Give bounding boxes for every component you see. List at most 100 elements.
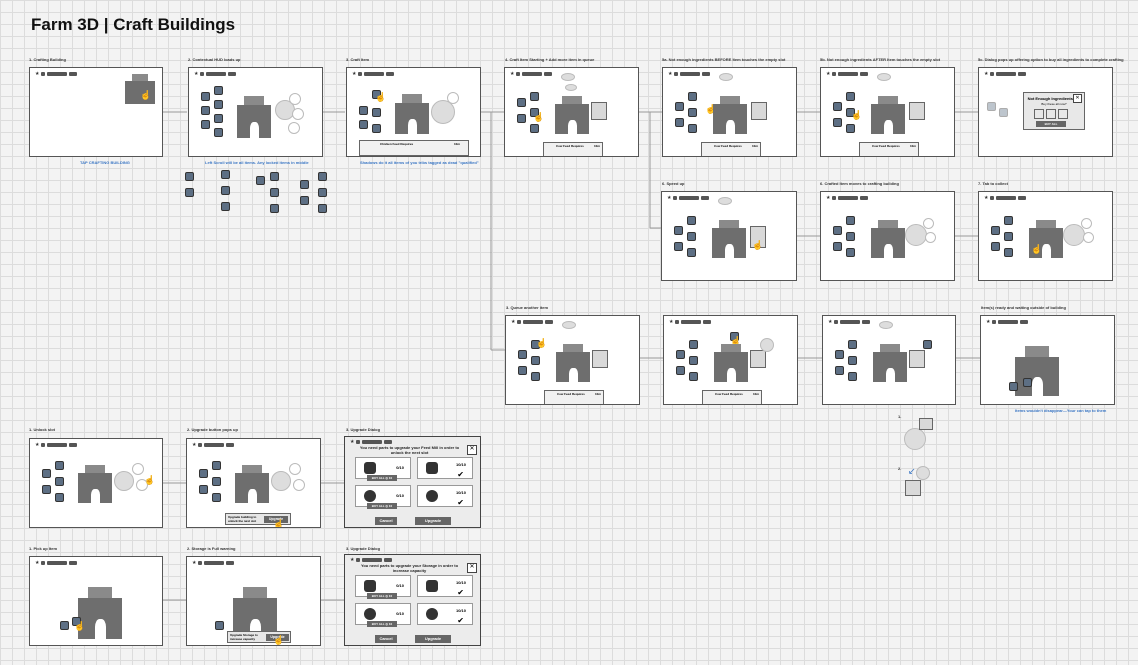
ingredient-item-icon[interactable] xyxy=(201,120,210,129)
ingredient-item-icon[interactable] xyxy=(55,493,64,502)
ingredient-item-icon[interactable] xyxy=(199,485,208,494)
queue-slot-circle[interactable] xyxy=(1081,218,1092,229)
ingredient-item-icon[interactable] xyxy=(531,356,540,365)
ingredient-item-icon[interactable] xyxy=(846,248,855,257)
locked-slot-circle[interactable] xyxy=(293,479,305,491)
ingredient-item-icon[interactable] xyxy=(55,477,64,486)
crafting-progress-popup[interactable] xyxy=(592,350,608,368)
crafting-building-icon[interactable] xyxy=(125,74,155,104)
ready-item-icon[interactable] xyxy=(72,617,81,626)
ingredient-item-icon[interactable] xyxy=(372,108,381,117)
ingredient-item-icon[interactable] xyxy=(518,366,527,375)
ingredient-item-icon[interactable] xyxy=(675,102,684,111)
ingredient-item-icon[interactable] xyxy=(531,372,540,381)
queue-slot-circle[interactable] xyxy=(289,463,301,475)
queue-slot-circle[interactable] xyxy=(923,218,934,229)
queue-slot-circle[interactable] xyxy=(132,463,144,475)
ingredient-item-icon[interactable] xyxy=(689,372,698,381)
ingredient-item-icon[interactable] xyxy=(835,366,844,375)
buy-all-button[interactable]: BUY ALL ◎ 10 xyxy=(367,621,397,627)
ingredient-item-icon[interactable] xyxy=(530,92,539,101)
upgrade-button[interactable]: Upgrade xyxy=(264,516,288,523)
craft-slot-circle[interactable] xyxy=(114,471,134,491)
ingredient-item-icon[interactable] xyxy=(846,92,855,101)
ingredient-item-icon[interactable] xyxy=(212,477,221,486)
ready-item-icon[interactable] xyxy=(1009,382,1018,391)
ready-item-icon[interactable] xyxy=(1023,378,1032,387)
ingredient-item-icon[interactable] xyxy=(674,226,683,235)
ingredient-item-icon[interactable] xyxy=(212,493,221,502)
ingredient-item-icon[interactable] xyxy=(212,461,221,470)
queue-slot-circle[interactable] xyxy=(289,93,301,105)
crafting-progress-popup[interactable] xyxy=(909,102,925,120)
queue-slot-circle[interactable] xyxy=(1083,232,1094,243)
ingredient-item-icon[interactable] xyxy=(833,242,842,251)
ingredient-item-icon[interactable] xyxy=(674,242,683,251)
crafting-building-icon[interactable] xyxy=(78,587,122,639)
ingredient-item-icon[interactable] xyxy=(833,226,842,235)
craft-slot-circle[interactable] xyxy=(271,471,291,491)
ingredient-item-icon[interactable] xyxy=(991,226,1000,235)
locked-slot-circle[interactable] xyxy=(136,479,148,491)
ingredient-item-icon[interactable] xyxy=(675,118,684,127)
ready-item-icon[interactable] xyxy=(60,621,69,630)
queue-slot-circle[interactable] xyxy=(288,122,300,134)
ingredient-item-icon[interactable] xyxy=(530,108,539,117)
ingredient-item-icon[interactable] xyxy=(846,124,855,133)
cancel-button[interactable]: Cancel xyxy=(375,517,397,525)
crafting-progress-popup[interactable] xyxy=(909,350,925,368)
ingredient-item-icon[interactable] xyxy=(42,485,51,494)
upgrade-button[interactable]: Upgrade xyxy=(266,634,289,641)
ingredient-item-icon[interactable] xyxy=(214,100,223,109)
ingredient-item-icon[interactable] xyxy=(689,340,698,349)
ingredient-item-icon[interactable] xyxy=(530,124,539,133)
ingredient-item-icon[interactable] xyxy=(359,106,368,115)
ingredient-item-icon[interactable] xyxy=(1004,248,1013,257)
ingredient-item-icon[interactable] xyxy=(688,92,697,101)
ingredient-item-icon[interactable] xyxy=(991,242,1000,251)
ingredient-item-icon[interactable] xyxy=(833,102,842,111)
ingredient-item-icon[interactable] xyxy=(201,92,210,101)
crafting-building-icon[interactable] xyxy=(713,96,747,134)
ingredient-item-icon[interactable] xyxy=(1004,216,1013,225)
crafting-building-icon[interactable] xyxy=(555,96,589,134)
ingredient-item-icon[interactable] xyxy=(199,469,208,478)
ingredient-item-icon[interactable] xyxy=(848,340,857,349)
crafting-progress-popup[interactable] xyxy=(751,102,767,120)
ingredient-item-icon[interactable] xyxy=(55,461,64,470)
close-icon[interactable]: ✕ xyxy=(467,563,477,573)
ingredient-item-icon[interactable] xyxy=(688,108,697,117)
ingredient-item-icon[interactable] xyxy=(531,340,540,349)
queue-slot-circle[interactable] xyxy=(447,92,459,104)
upgrade-button[interactable]: Upgrade xyxy=(415,517,451,525)
crafting-building-icon[interactable] xyxy=(1029,220,1063,258)
buy-all-button[interactable]: BUY ALL ◎ 10 xyxy=(367,593,397,599)
crafting-building-icon[interactable] xyxy=(235,465,269,503)
ingredient-item-icon[interactable] xyxy=(372,124,381,133)
ingredient-item-icon[interactable] xyxy=(676,350,685,359)
craft-slot-circle[interactable] xyxy=(431,100,455,124)
ingredient-item-icon[interactable] xyxy=(517,98,526,107)
ingredient-item-icon[interactable] xyxy=(833,118,842,127)
ingredient-item-icon[interactable] xyxy=(687,248,696,257)
ingredient-item-icon[interactable] xyxy=(518,350,527,359)
ingredient-item-icon[interactable] xyxy=(688,124,697,133)
ingredient-item-icon[interactable] xyxy=(848,372,857,381)
upgrade-button[interactable]: Upgrade xyxy=(415,635,451,643)
ingredient-item-icon[interactable] xyxy=(689,356,698,365)
dragged-item-icon[interactable] xyxy=(730,332,739,341)
crafting-building-icon[interactable] xyxy=(871,220,905,258)
ingredient-item-icon[interactable] xyxy=(214,128,223,137)
queue-slot-circle[interactable] xyxy=(292,108,304,120)
crafting-progress-popup[interactable] xyxy=(591,102,607,120)
ingredient-item-icon[interactable] xyxy=(846,108,855,117)
queue-slot-circle[interactable] xyxy=(760,338,774,352)
ingredient-item-icon[interactable] xyxy=(848,356,857,365)
ingredient-item-icon[interactable] xyxy=(687,232,696,241)
buy-all-button[interactable]: BUY ALL ◎ 10 xyxy=(367,475,397,481)
crafting-building-icon[interactable] xyxy=(556,344,590,382)
ready-item-icon[interactable] xyxy=(215,621,224,630)
ingredient-item-icon[interactable] xyxy=(359,120,368,129)
ingredient-item-icon[interactable] xyxy=(372,90,381,99)
queue-slot-circle[interactable] xyxy=(925,232,936,243)
